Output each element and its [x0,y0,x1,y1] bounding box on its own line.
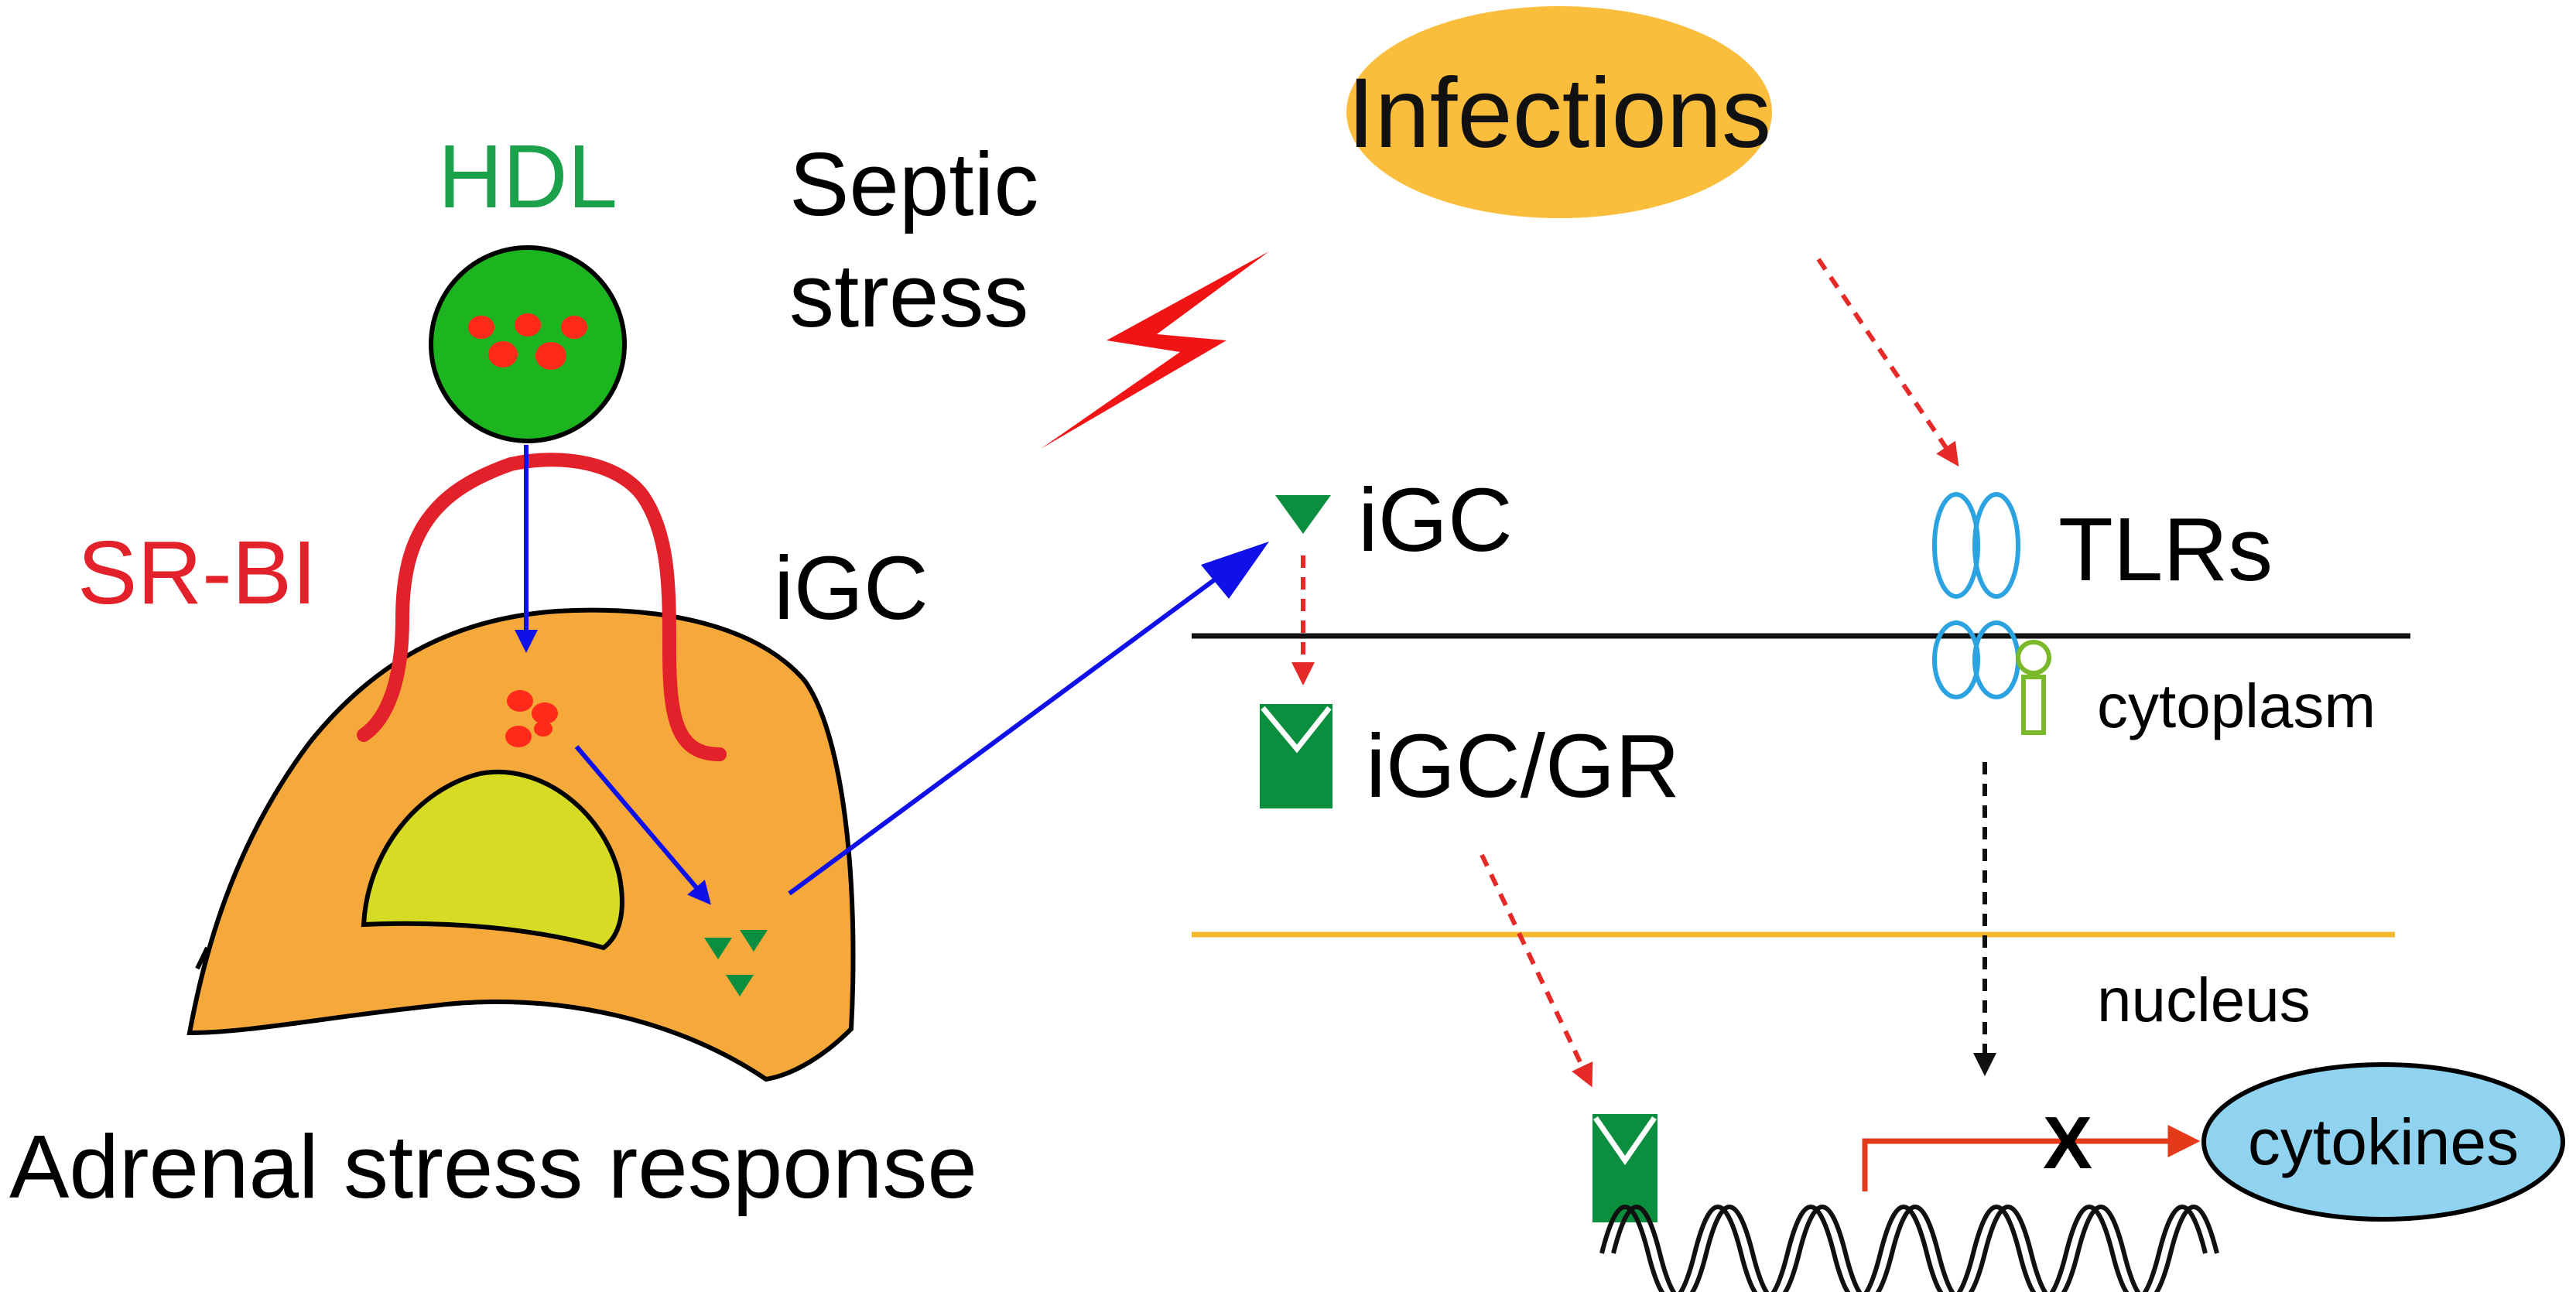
tlr-adapter-icon [2016,640,2051,735]
transcription-arrow [1862,1125,2201,1191]
igc-synthesis-arrow [574,745,711,905]
infections-node: Infections [1346,6,1772,218]
cytoplasm-label: cytoplasm [2097,672,2376,740]
tlr-receptor-icon [1932,492,2020,699]
igc-marker-icon [1275,495,1331,534]
dna-bound-igc-gr-icon [1592,1114,1657,1222]
adrenal-nucleus [361,769,624,951]
igc-cytoplasm-label: iGC [1358,470,1513,570]
hdl-label: HDL [438,126,617,227]
srbi-label: SR-BI [77,522,316,623]
hdl-particle [429,245,627,443]
srbi-receptor [357,453,727,761]
lightning-bolt-icon [1041,251,1269,449]
blocked-mark: X [2043,1102,2092,1184]
igc-cell-label: iGC [774,538,929,638]
intracellular-igc-triangles [704,930,768,996]
igc-export-arrow [788,569,1228,896]
igc-gr-translocation-arrow [1480,853,1593,1088]
igc-gr-complex-icon [1260,704,1332,808]
tlrs-label: TLRs [2058,499,2273,600]
adrenal-cell-group [186,445,1269,1082]
nucleus-label: nucleus [2097,966,2311,1034]
hdl-lipid-dots [468,313,587,370]
cell-edge-notch [195,946,210,970]
igc-export-arrowhead [1201,542,1269,599]
septic-stress-label-line1: Septic [789,134,1038,234]
cytokines-label: cytokines [2248,1106,2519,1178]
cytokines-node: cytokines [2201,1062,2565,1222]
adrenal-caption: Adrenal stress response [9,1116,977,1217]
infections-label: Infections [1347,58,1771,169]
intracellular-lipid-dots [505,690,558,747]
igc-gr-label: iGC/GR [1366,716,1680,816]
infection-to-tlr-arrow [1816,258,1959,467]
dna-helix-icon [1599,1205,2219,1292]
septic-stress-label-line2: stress [789,245,1028,346]
